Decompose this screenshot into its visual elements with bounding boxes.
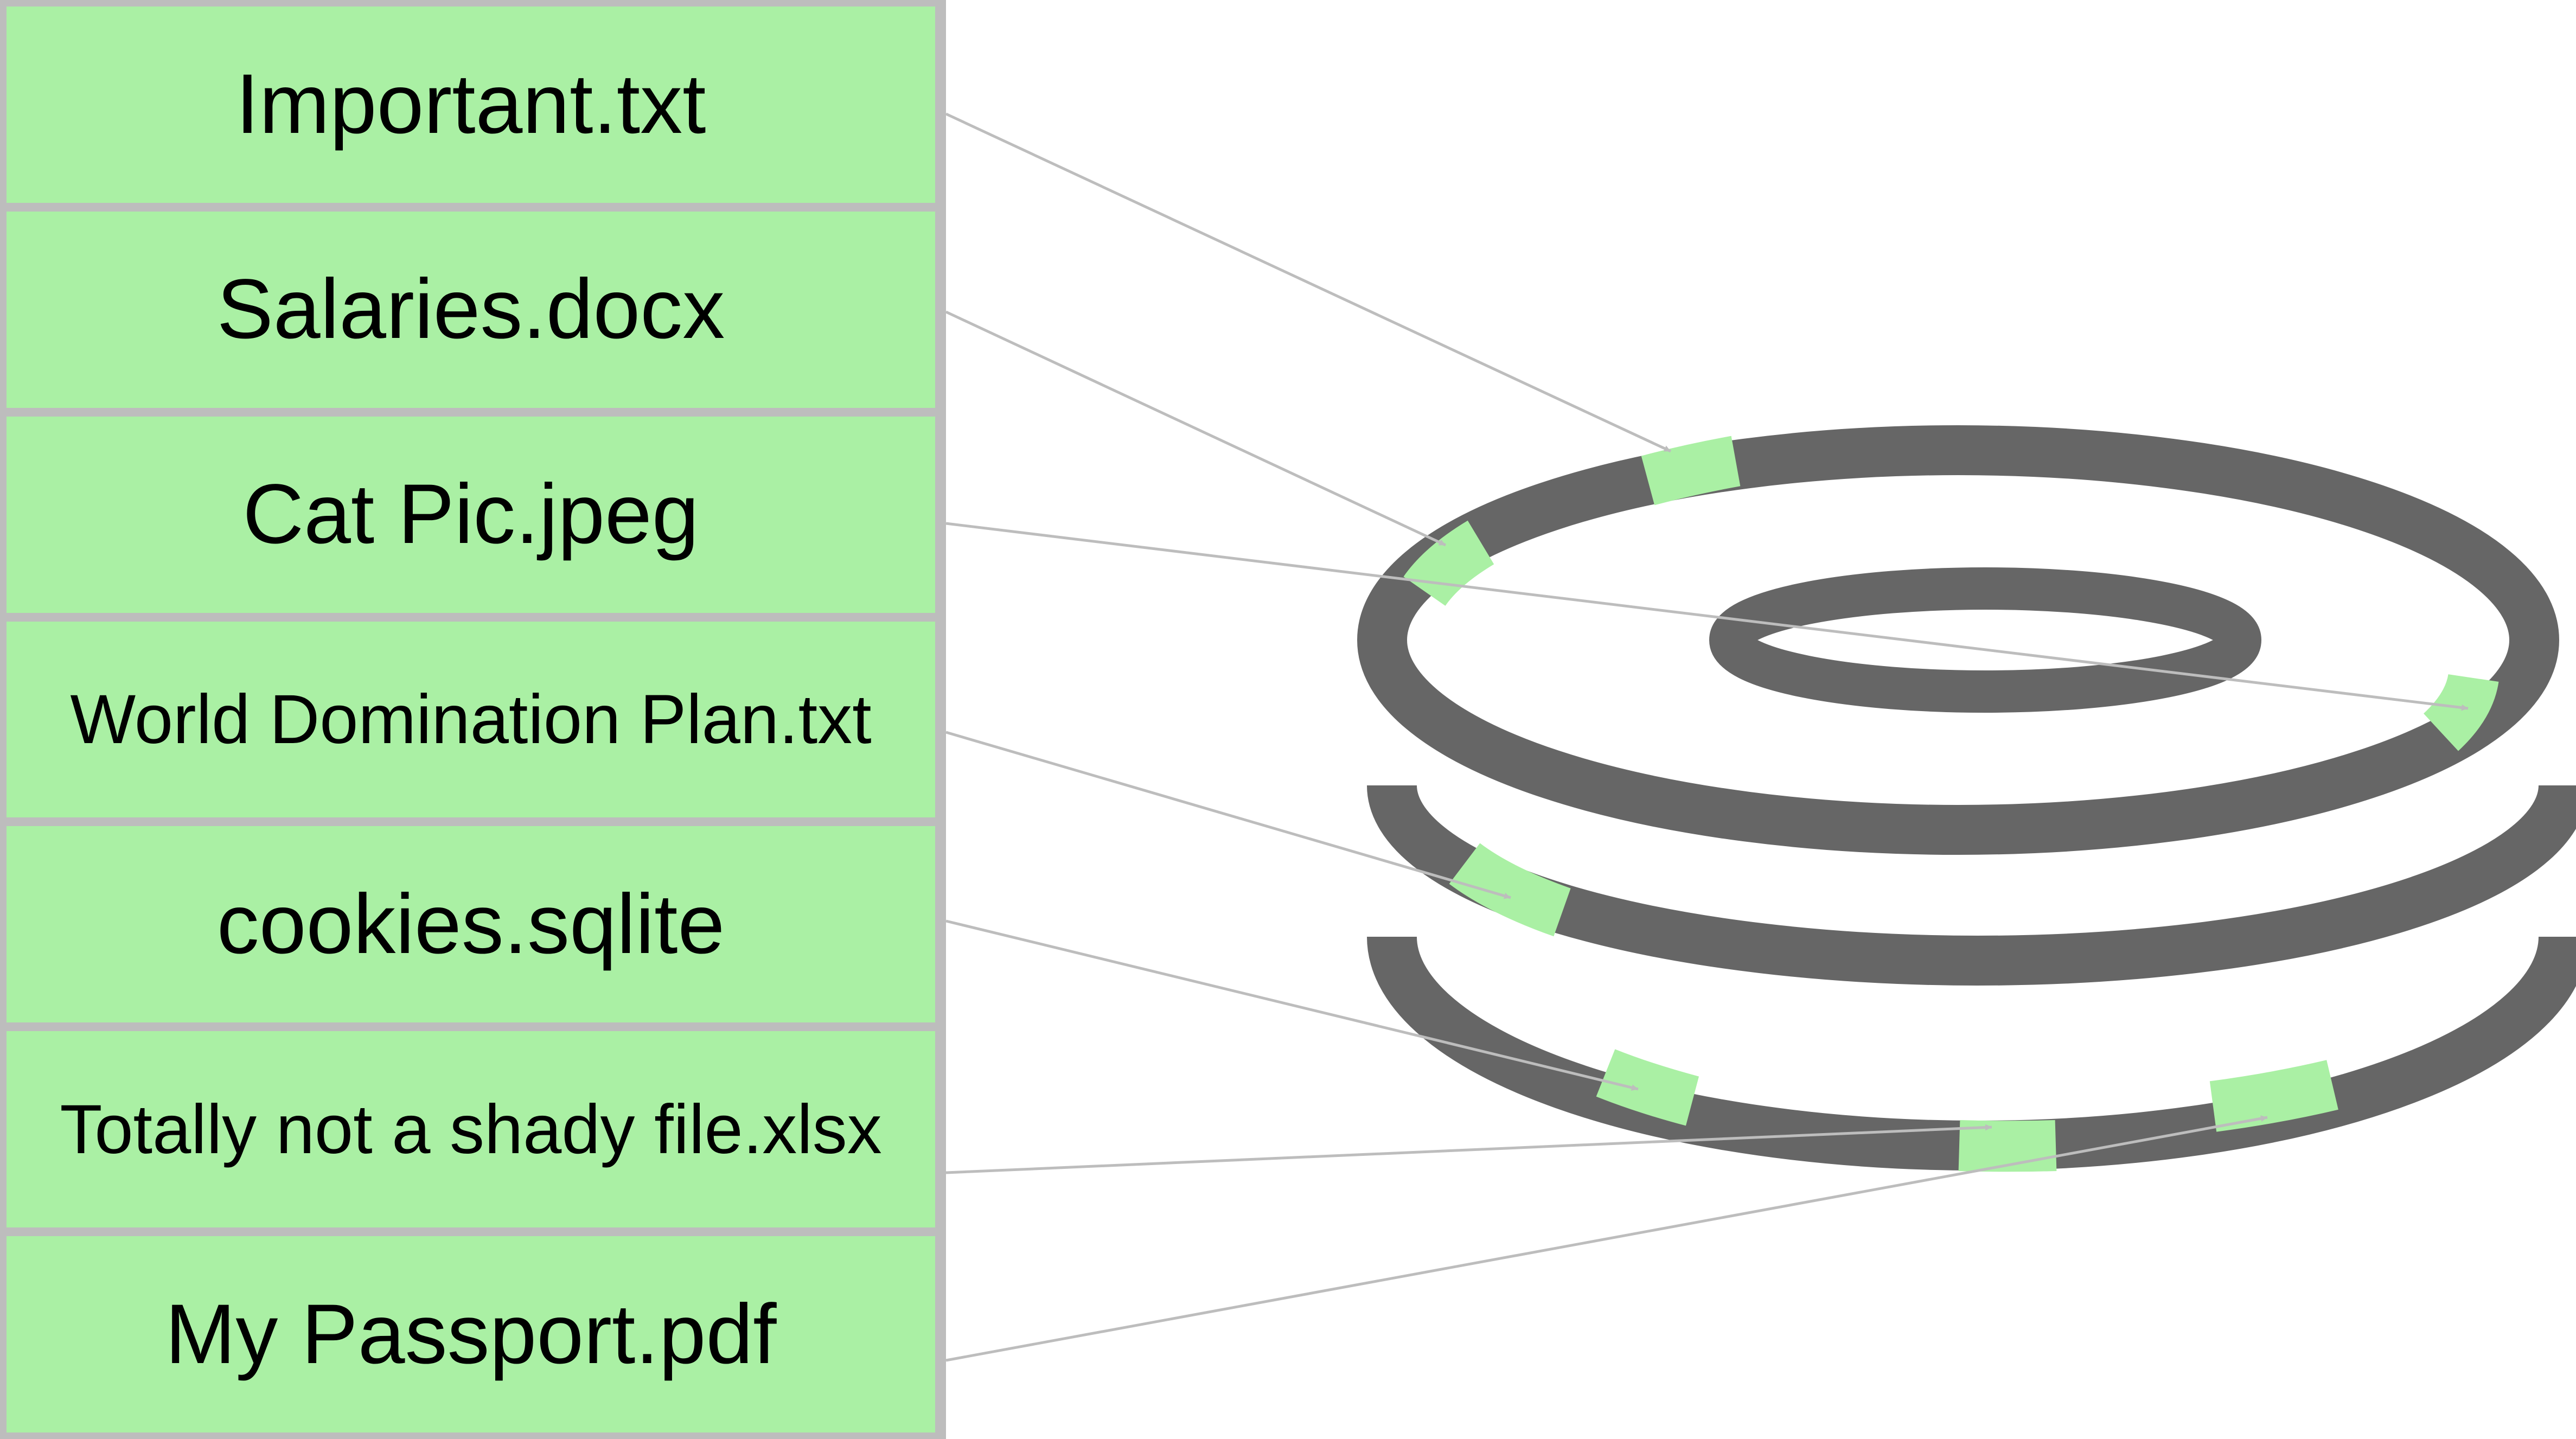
file-row-shady-file: Totally not a shady file.xlsx bbox=[7, 1031, 935, 1228]
file-row-passport: My Passport.pdf bbox=[7, 1236, 935, 1433]
arrow-important bbox=[945, 112, 1672, 453]
file-row-salaries: Salaries.docx bbox=[7, 211, 935, 408]
top-platter-ring bbox=[1357, 425, 2559, 855]
file-row-cat-pic: Cat Pic.jpeg bbox=[7, 416, 935, 613]
fragment-salaries bbox=[1403, 520, 1494, 606]
file-arrows bbox=[945, 112, 2469, 1362]
fragment-world-domination-plan bbox=[1449, 843, 1571, 937]
fragment-cookies bbox=[1596, 1049, 1699, 1126]
fragment-passport bbox=[2209, 1060, 2338, 1132]
file-row-cookies: cookies.sqlite bbox=[7, 826, 935, 1023]
arrow-salaries bbox=[945, 310, 1447, 547]
file-list: Important.txt Salaries.docx Cat Pic.jpeg… bbox=[0, 0, 946, 1439]
arrow-world-domination-plan bbox=[945, 731, 1511, 899]
file-row-important: Important.txt bbox=[7, 7, 935, 203]
arrow-passport bbox=[945, 1115, 2268, 1362]
fragment-important bbox=[1641, 436, 1741, 506]
spindle-hole bbox=[1709, 567, 2261, 713]
arrow-cat-pic bbox=[945, 522, 2469, 711]
file-row-world-domination-plan: World Domination Plan.txt bbox=[7, 621, 935, 818]
arrow-cookies bbox=[945, 919, 1639, 1091]
arrow-shady-file bbox=[945, 1124, 1992, 1174]
